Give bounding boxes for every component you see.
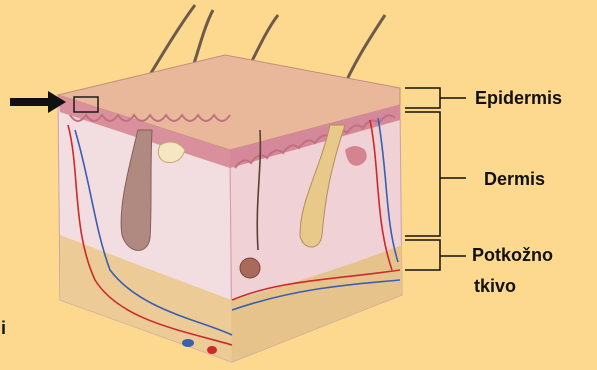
sweat-gland bbox=[240, 258, 260, 278]
label-subcutis-line2: tkivo bbox=[474, 275, 516, 297]
label-dermis: Dermis bbox=[484, 168, 545, 190]
label-epidermis: Epidermis bbox=[475, 87, 562, 109]
layer-brackets bbox=[405, 88, 466, 270]
cut-off-label: i bbox=[1, 317, 6, 339]
arrow-right-icon bbox=[10, 91, 66, 113]
label-subcutis-line1: Potkožno bbox=[472, 244, 553, 266]
